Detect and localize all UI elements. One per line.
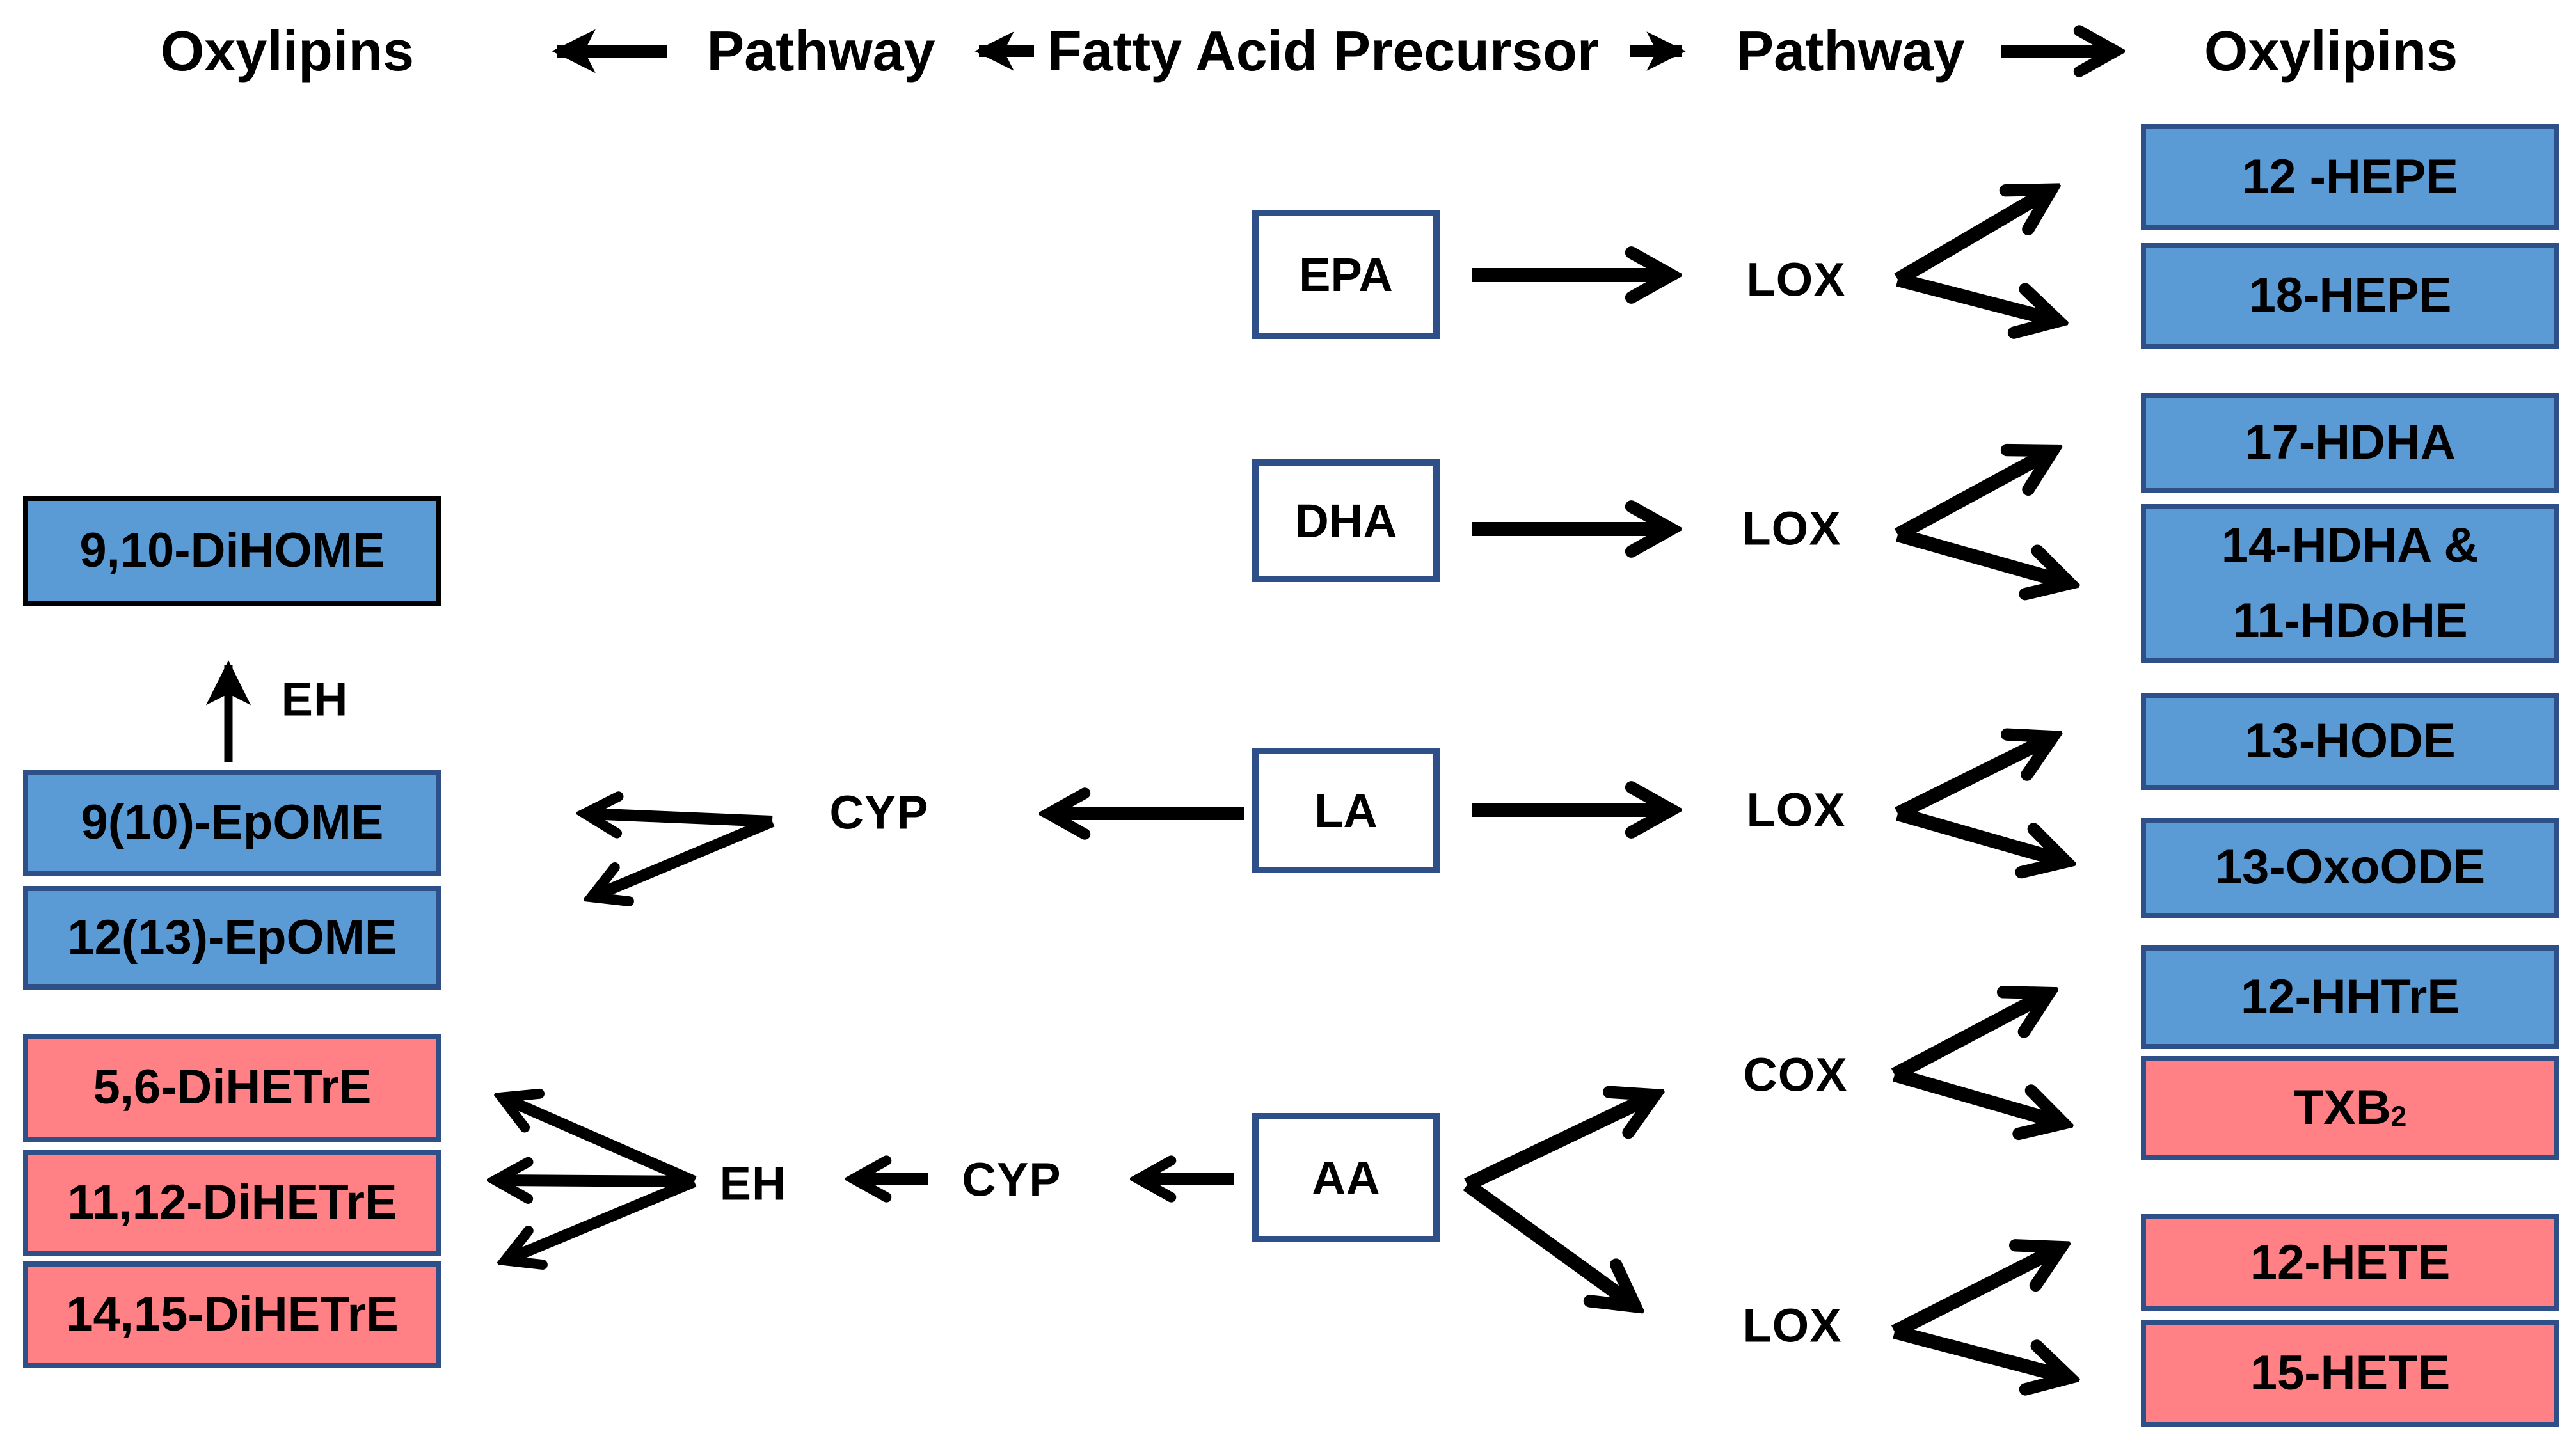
arrow-lox-to-14-hdha <box>1896 528 2065 582</box>
precursor-label-epa: EPA <box>1299 248 1393 301</box>
oxylipin-label-12-hete: 12-HETE <box>2250 1235 2451 1290</box>
arrow-cyp-to-9-10-epome <box>589 814 773 821</box>
precursor-box-dha: DHA <box>1252 459 1440 582</box>
precursor-box-aa: AA <box>1252 1113 1440 1242</box>
oxylipin-label-12-hepe: 12 -HEPE <box>2242 149 2458 204</box>
arrow-lox-to-18-hepe <box>1896 273 2054 320</box>
enzyme-cox-aa: COX <box>1743 1048 1848 1102</box>
arrow-cox-to-txb2 <box>1892 1068 2059 1122</box>
arrow-eh-to-5-6-dihetre <box>505 1099 697 1187</box>
arrow-lox-to-13-hode <box>1895 739 2049 820</box>
arrow-lox-to-12-hepe <box>1894 192 2047 286</box>
oxylipin-label-txb2-subscript: 2 <box>2390 1101 2407 1133</box>
oxylipin-label-11-12-dihetre: 11,12-DiHETrE <box>67 1175 397 1230</box>
header-pathway-left: Pathway <box>706 19 935 83</box>
arrow-eh-to-14-15-dihetre <box>509 1176 697 1259</box>
precursor-label-la: LA <box>1314 784 1378 837</box>
header-oxylipins-right: Oxylipins <box>2204 19 2458 83</box>
oxylipin-box-5-6-dihetre: 5,6-DiHETrE <box>23 1034 441 1142</box>
oxylipin-box-11-12-dihetre: 11,12-DiHETrE <box>23 1150 441 1256</box>
header-fatty-acid-precursor: Fatty Acid Precursor <box>1047 19 1600 83</box>
oxylipin-label-txb2: TXB <box>2293 1080 2391 1135</box>
oxylipin-label-15-hete: 15-HETE <box>2250 1345 2451 1400</box>
precursor-box-epa: EPA <box>1252 210 1440 339</box>
arrow-eh-to-11-12-dihetre <box>499 1180 695 1181</box>
header-oxylipins-left: Oxylipins <box>160 19 415 83</box>
arrow-cox-to-12-hhtre <box>1891 995 2045 1081</box>
arrow-lox-to-13-oxoode <box>1895 807 2062 860</box>
precursor-label-dha: DHA <box>1294 494 1397 548</box>
oxylipin-box-12-13-epome: 12(13)-EpOME <box>23 886 441 990</box>
arrow-lox-to-12-hete <box>1891 1249 2057 1338</box>
oxylipin-box-18-hepe: 18-HEPE <box>2141 243 2559 349</box>
oxylipin-label-14-15-dihetre: 14,15-DiHETrE <box>66 1287 399 1342</box>
enzyme-cyp-la: CYP <box>829 786 929 839</box>
oxylipin-label-18-hepe: 18-HEPE <box>2248 268 2452 323</box>
oxylipin-label-5-6-dihetre: 5,6-DiHETrE <box>93 1060 372 1115</box>
enzyme-eh-aa: EH <box>719 1157 787 1210</box>
oxylipin-box-9-10-epome: 9(10)-EpOME <box>23 770 441 876</box>
enzyme-cyp-aa: CYP <box>962 1153 1061 1206</box>
arrow-lox-to-17-hdha <box>1894 453 2049 541</box>
oxylipin-label-9-10-dihome: 9,10-DiHOME <box>79 523 385 578</box>
oxylipin-box-15-hete: 15-HETE <box>2141 1320 2559 1427</box>
oxylipin-box-17-hdha: 17-HDHA <box>2141 393 2559 493</box>
arrow-cyp-to-12-13-epome <box>595 816 775 896</box>
oxylipin-label-11-hdohe: 11-HDoHE <box>2232 594 2468 648</box>
oxylipin-box-12-hete: 12-HETE <box>2141 1214 2559 1311</box>
oxylipin-box-13-oxoode: 13-OxoODE <box>2141 818 2559 918</box>
oxylipin-box-14-hdha-11-hdohe: 14-HDHA & 11-HDoHE <box>2141 504 2559 663</box>
oxylipin-label-13-hode: 13-HODE <box>2245 713 2456 768</box>
oxylipin-box-9-10-dihome: 9,10-DiHOME <box>23 496 441 606</box>
oxylipin-box-12-hhtre: 12-HHTrE <box>2141 945 2559 1049</box>
precursor-label-aa: AA <box>1312 1151 1380 1205</box>
oxylipin-label-9-10-epome: 9(10)-EpOME <box>81 795 384 850</box>
oxylipin-label-14-hdha: 14-HDHA & <box>2221 518 2479 573</box>
enzyme-eh-la: EH <box>281 672 349 726</box>
oxylipin-label-12-hhtre: 12-HHTrE <box>2240 969 2460 1024</box>
enzyme-lox-la: LOX <box>1746 783 1846 837</box>
arrow-aa-to-cox <box>1464 1097 1651 1191</box>
oxylipin-box-12-hepe: 12 -HEPE <box>2141 124 2559 230</box>
oxylipin-label-17-hdha: 17-HDHA <box>2245 415 2456 470</box>
enzyme-lox-dha: LOX <box>1742 502 1841 555</box>
arrow-lox-to-15-hete <box>1893 1325 2065 1377</box>
arrow-aa-to-lox <box>1463 1179 1632 1304</box>
enzyme-lox-aa: LOX <box>1742 1299 1842 1352</box>
oxylipin-box-14-15-dihetre: 14,15-DiHETrE <box>23 1261 441 1368</box>
oxylipin-label-13-oxoode: 13-OxoODE <box>2214 840 2486 895</box>
enzyme-lox-epa: LOX <box>1746 253 1846 306</box>
oxylipin-label-12-13-epome: 12(13)-EpOME <box>67 910 397 965</box>
oxylipin-box-13-hode: 13-HODE <box>2141 693 2559 790</box>
precursor-box-la: LA <box>1252 748 1440 873</box>
header-pathway-right: Pathway <box>1736 19 1965 83</box>
